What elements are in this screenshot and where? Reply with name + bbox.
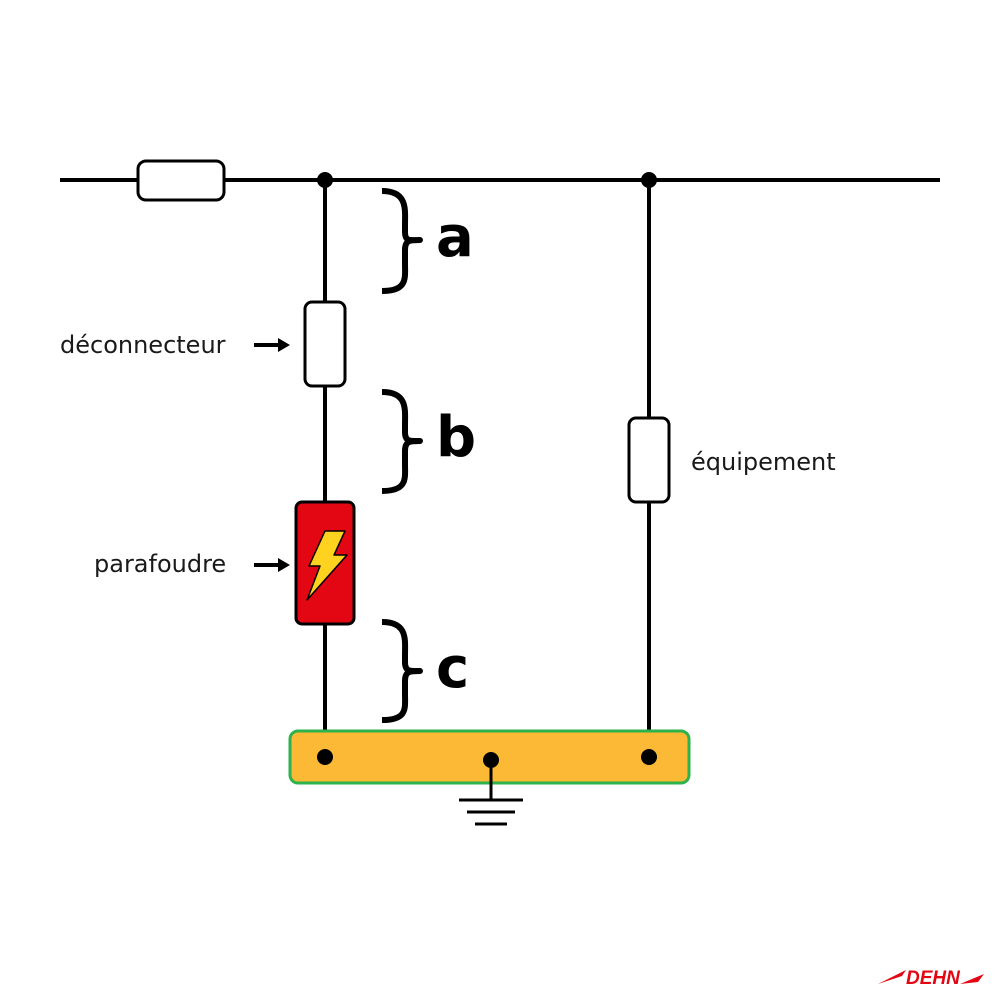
brace-b — [381, 389, 423, 494]
disconnector-arrow — [254, 338, 290, 352]
logo-text: DEHN — [906, 968, 961, 989]
ground-symbol-icon — [459, 760, 523, 826]
junction-dot-right — [641, 172, 657, 188]
arrester-symbol — [294, 500, 356, 626]
disconnector-symbol — [303, 300, 347, 388]
main-fuse — [136, 159, 226, 202]
equipment-label: équipement — [691, 448, 836, 476]
lightning-bolt-icon — [306, 530, 348, 601]
earth-bar-dot-left — [317, 749, 333, 765]
arrester-label: parafoudre — [94, 550, 227, 578]
dehn-logo: DEHN — [878, 968, 984, 989]
segment-label-a: a — [436, 205, 474, 270]
brace-a — [381, 188, 423, 294]
earth-bar-dot-right — [641, 749, 657, 765]
brace-c — [381, 619, 423, 723]
segment-label-b: b — [436, 405, 477, 470]
segment-label-c: c — [436, 636, 470, 701]
equipment-symbol — [627, 416, 671, 504]
arrester-arrow — [254, 558, 290, 572]
junction-dot-left — [317, 172, 333, 188]
disconnector-label: déconnecteur — [60, 331, 226, 359]
